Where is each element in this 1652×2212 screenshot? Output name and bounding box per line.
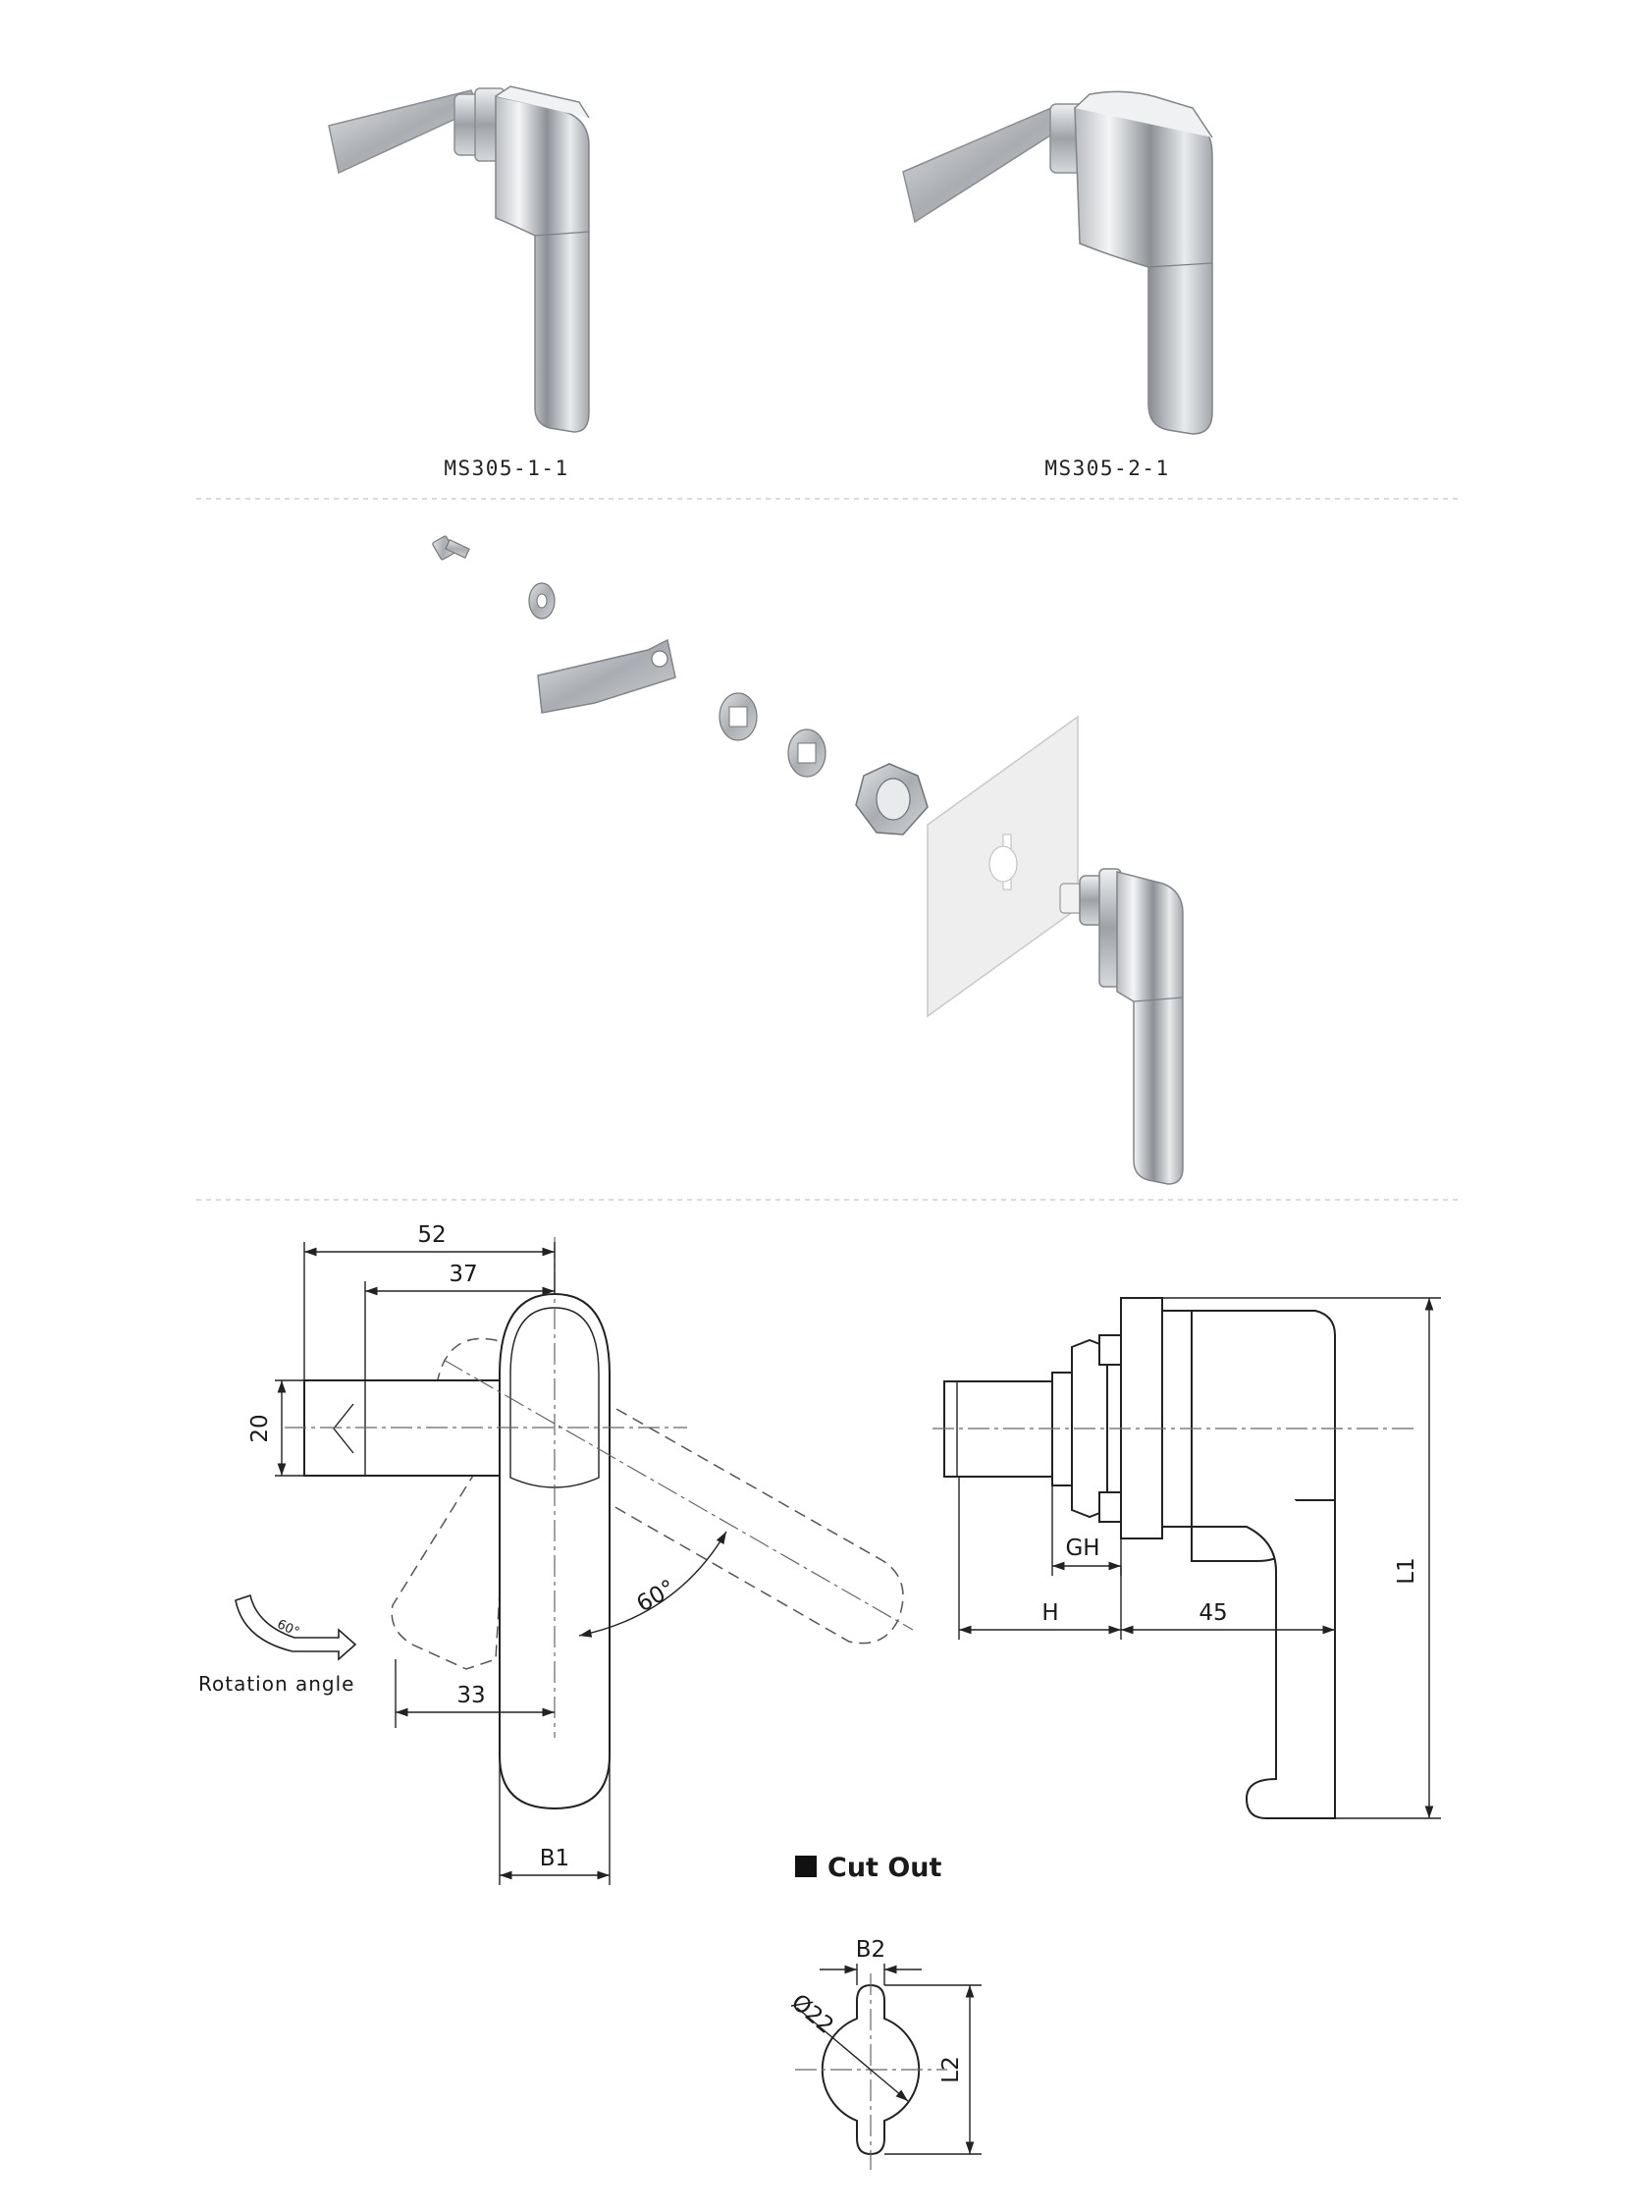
side-view-drawing: GH H 45 L1 <box>933 1297 1441 1819</box>
assembled-handle <box>1059 868 1184 1185</box>
dimension-h: H <box>1041 1600 1058 1626</box>
dimension-l2: L2 <box>938 2056 964 2082</box>
product-photo-ms305-1-1: MS305-1-1 <box>328 85 590 480</box>
exploded-assembly-view <box>432 535 1184 1185</box>
dimension-b1: B1 <box>540 1846 569 1871</box>
section-bullet <box>795 1856 817 1877</box>
dimension-b2: B2 <box>856 1937 885 1963</box>
dimension-gh: GH <box>1065 1536 1099 1561</box>
rotation-arrow-icon: 60° <box>235 1593 357 1661</box>
spacer-washer <box>719 692 758 741</box>
dimension-20: 20 <box>247 1414 273 1442</box>
screw <box>432 535 470 561</box>
hex-nut <box>855 763 929 836</box>
dimension-52: 52 <box>417 1222 446 1248</box>
mounting-panel <box>927 715 1079 1018</box>
dimension-33: 33 <box>456 1683 485 1708</box>
spacer-washer <box>787 728 826 778</box>
product-caption: MS305-1-1 <box>444 457 568 480</box>
angle-60: 60° <box>632 1575 679 1617</box>
cam-bar <box>537 638 676 714</box>
rotation-ghost-outline <box>391 1337 904 1670</box>
cut-out-section: Cut Out B2 Ø22 L2 <box>786 1853 982 2170</box>
dimension-l1: L1 <box>1394 1557 1419 1584</box>
cam-bar <box>902 103 1074 224</box>
dimension-45: 45 <box>1199 1600 1227 1626</box>
cut-out-heading-text: Cut Out <box>827 1853 942 1883</box>
dimension-diameter: Ø22 <box>786 1989 838 2038</box>
rotation-angle-label: Rotation angle <box>198 1672 355 1696</box>
handle-outline <box>499 1292 611 1810</box>
handle-body <box>1074 98 1213 435</box>
front-view-drawing: 52 37 20 60° 33 B1 60° Rotation angle <box>198 1222 914 1885</box>
handle-body <box>495 95 590 433</box>
product-photo-ms305-2-1: MS305-2-1 <box>902 90 1213 480</box>
dimension-37: 37 <box>449 1262 477 1287</box>
flange-profile <box>1120 1297 1163 1539</box>
product-caption: MS305-2-1 <box>1044 457 1169 480</box>
washer <box>528 582 556 620</box>
